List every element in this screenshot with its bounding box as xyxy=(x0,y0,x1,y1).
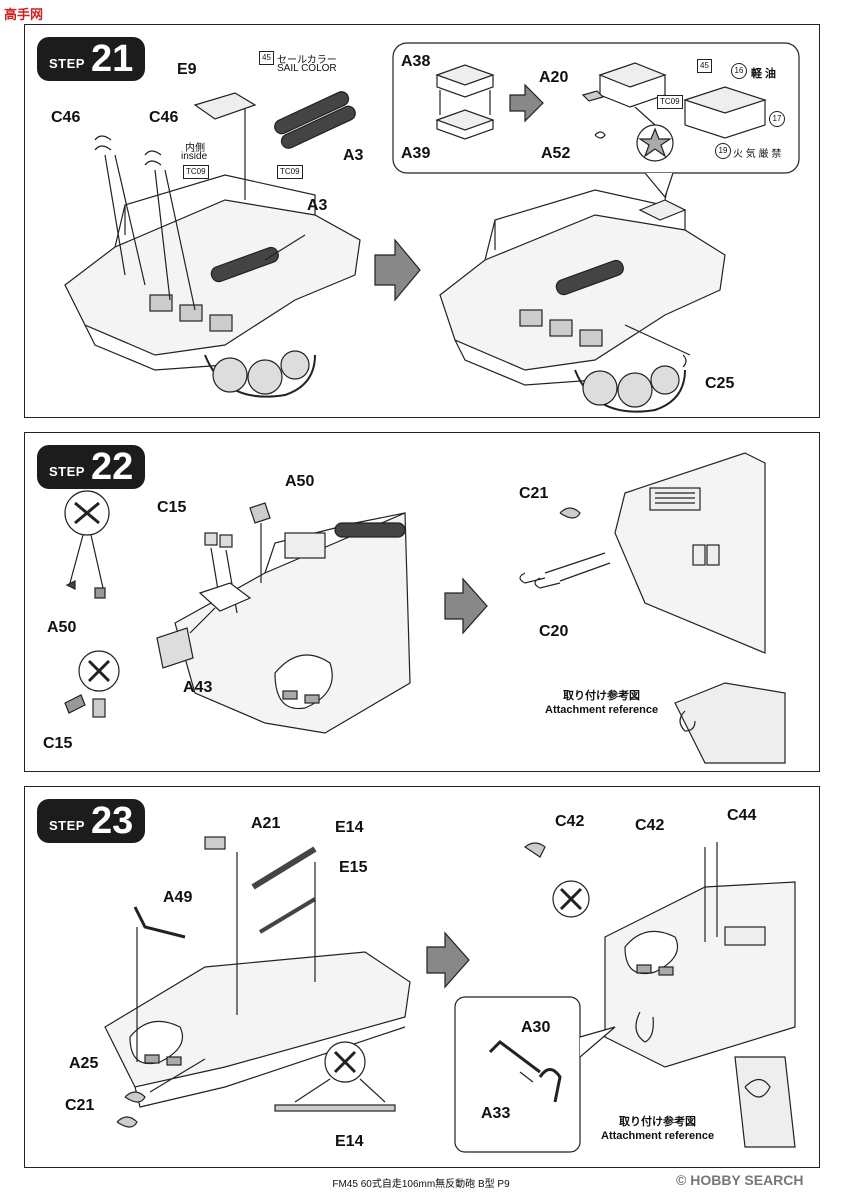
part-label-e14: E14 xyxy=(335,819,364,836)
step-22-drawing xyxy=(64,452,786,764)
part-label-e14: E14 xyxy=(335,1133,364,1150)
watermark-logo: 高手网 xyxy=(4,7,44,22)
part-label-a3: A3 xyxy=(343,147,364,164)
reference-jp: 取り付け参考図 xyxy=(619,1116,697,1128)
decal-16-text: 軽 油 xyxy=(751,68,777,80)
part-label-c20: C20 xyxy=(539,623,569,640)
part-label-a52: A52 xyxy=(541,145,571,162)
part-label-c42: C42 xyxy=(635,817,665,834)
paint-code-tc09: TC09 xyxy=(277,165,303,179)
paint-code-tc09: TC09 xyxy=(183,165,209,179)
part-label-a50: A50 xyxy=(47,619,77,636)
part-label-a33: A33 xyxy=(481,1105,511,1122)
step-21-drawing xyxy=(64,42,800,413)
part-label-a49: A49 xyxy=(163,889,193,906)
attachment-reference-label: 取り付け参考図 Attachment reference xyxy=(545,689,658,717)
part-label-c15: C15 xyxy=(43,735,73,752)
part-label-c42: C42 xyxy=(555,813,585,830)
sail-color-en: SAIL COLOR xyxy=(277,63,337,74)
step-21-badge: STEP 21 xyxy=(37,37,146,81)
step-number: 23 xyxy=(90,800,134,842)
decal-number-16: 16 xyxy=(731,63,747,79)
part-label-c21: C21 xyxy=(65,1097,95,1114)
watermark-hobby-search: © HOBBY SEARCH xyxy=(676,1172,804,1188)
part-label-a30: A30 xyxy=(521,1019,551,1036)
attachment-reference-label: 取り付け参考図 Attachment reference xyxy=(601,1115,714,1143)
step-number: 21 xyxy=(90,38,134,80)
step-label: STEP xyxy=(49,55,85,71)
part-label-a39: A39 xyxy=(401,145,431,162)
part-label-e9: E9 xyxy=(177,61,197,78)
step-23-drawing xyxy=(104,836,796,1153)
inside-label-en: inside xyxy=(181,151,208,162)
reference-en: Attachment reference xyxy=(601,1130,715,1142)
step-22-panel: STEP 22 xyxy=(24,432,820,772)
step-number: 22 xyxy=(90,446,134,488)
paint-code-tc09: TC09 xyxy=(657,95,683,109)
step-23-badge: STEP 23 xyxy=(37,799,146,843)
part-label-a21: A21 xyxy=(251,815,281,832)
part-label-c25: C25 xyxy=(705,375,735,392)
part-label-a38: A38 xyxy=(401,53,431,70)
inside-label-jp: 内側 xyxy=(185,143,205,154)
step-21-panel: STEP 21 xyxy=(24,24,820,418)
step-23-panel: STEP 23 xyxy=(24,786,820,1168)
decal-number-19: 19 xyxy=(715,143,731,159)
part-label-c15: C15 xyxy=(157,499,187,516)
part-label-c21: C21 xyxy=(519,485,549,502)
reference-jp: 取り付け参考図 xyxy=(563,690,641,702)
part-label-e15: E15 xyxy=(339,859,368,876)
part-label-a20: A20 xyxy=(539,69,569,86)
step-label: STEP xyxy=(49,817,85,833)
decal-number-45: 45 xyxy=(697,59,712,73)
reference-en: Attachment reference xyxy=(545,704,659,716)
step-22-badge: STEP 22 xyxy=(37,445,146,489)
part-label-a25: A25 xyxy=(69,1055,99,1072)
part-label-c44: C44 xyxy=(727,807,757,824)
part-label-a50: A50 xyxy=(285,473,315,490)
step-label: STEP xyxy=(49,463,85,479)
part-label-c46: C46 xyxy=(51,109,81,126)
part-label-a3: A3 xyxy=(307,197,328,214)
decal-19-text: 火 気 厳 禁 xyxy=(733,149,782,160)
part-label-c46: C46 xyxy=(149,109,179,126)
paint-number-45: 45 xyxy=(259,51,274,65)
part-label-a43: A43 xyxy=(183,679,213,696)
sail-color-jp: セールカラー xyxy=(277,55,337,66)
page-footer: FM45 60式自走106mm無反動砲 B型 P9 xyxy=(332,1179,510,1190)
decal-number-17: 17 xyxy=(769,111,785,127)
